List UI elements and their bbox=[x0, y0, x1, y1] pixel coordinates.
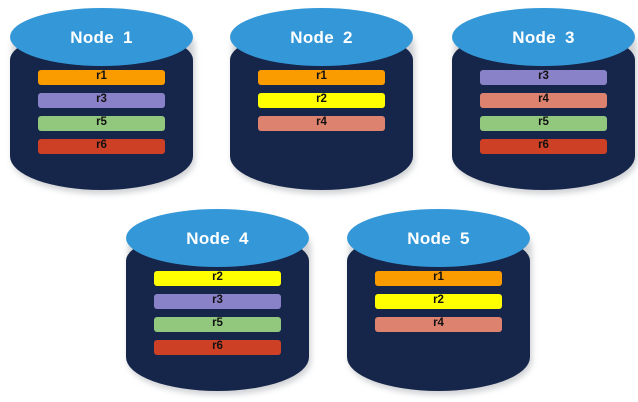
replica-label: r4 bbox=[538, 93, 549, 106]
replica-bar-r2[interactable]: r2 bbox=[258, 93, 385, 108]
replica-label: r1 bbox=[96, 70, 107, 83]
replica-list: r2 r3 r5 r6 bbox=[154, 271, 281, 363]
replica-label: r4 bbox=[316, 116, 327, 129]
database-node-5[interactable]: Node 5 r1 r2 r4 bbox=[347, 209, 532, 395]
node-title: Node 5 bbox=[407, 229, 469, 249]
replica-label: r3 bbox=[538, 70, 549, 83]
replica-bar-r2[interactable]: r2 bbox=[154, 271, 281, 286]
replica-label: r3 bbox=[212, 294, 223, 307]
node-cylinder-top: Node 2 bbox=[230, 8, 413, 66]
database-node-4[interactable]: Node 4 r2 r3 r5 r6 bbox=[126, 209, 311, 395]
replica-list: r3 r4 r5 r6 bbox=[480, 70, 607, 162]
replica-label: r1 bbox=[433, 271, 444, 284]
node-title-word: Node bbox=[407, 229, 451, 248]
replica-bar-r4[interactable]: r4 bbox=[258, 116, 385, 131]
node-title-number: 3 bbox=[564, 28, 575, 47]
replica-label: r2 bbox=[316, 93, 327, 106]
node-title: Node 3 bbox=[512, 28, 574, 48]
replica-bar-r1[interactable]: r1 bbox=[258, 70, 385, 85]
node-title: Node 1 bbox=[70, 28, 132, 48]
replica-label: r6 bbox=[96, 139, 107, 152]
database-node-3[interactable]: Node 3 r3 r4 r5 r6 bbox=[452, 8, 637, 194]
node-title-word: Node bbox=[290, 28, 334, 47]
replica-bar-r1[interactable]: r1 bbox=[38, 70, 165, 85]
node-title-number: 1 bbox=[122, 28, 133, 47]
replica-label: r6 bbox=[212, 340, 223, 353]
replica-bar-r3[interactable]: r3 bbox=[38, 93, 165, 108]
replica-label: r5 bbox=[538, 116, 549, 129]
replica-label: r2 bbox=[212, 271, 223, 284]
node-cylinder-top: Node 1 bbox=[10, 8, 193, 66]
replica-label: r4 bbox=[433, 317, 444, 330]
replica-list: r1 r2 r4 bbox=[258, 70, 385, 139]
replica-label: r3 bbox=[96, 93, 107, 106]
node-title: Node 4 bbox=[186, 229, 248, 249]
replica-label: r5 bbox=[212, 317, 223, 330]
replica-bar-r5[interactable]: r5 bbox=[154, 317, 281, 332]
replica-bar-r5[interactable]: r5 bbox=[480, 116, 607, 131]
node-title: Node 2 bbox=[290, 28, 352, 48]
replica-bar-r6[interactable]: r6 bbox=[38, 139, 165, 154]
database-node-2[interactable]: Node 2 r1 r2 r4 bbox=[230, 8, 415, 194]
replica-bar-r1[interactable]: r1 bbox=[375, 271, 502, 286]
replica-bar-r4[interactable]: r4 bbox=[480, 93, 607, 108]
node-title-word: Node bbox=[512, 28, 556, 47]
replica-list: r1 r3 r5 r6 bbox=[38, 70, 165, 162]
node-cylinder-top: Node 3 bbox=[452, 8, 635, 66]
replica-label: r2 bbox=[433, 294, 444, 307]
replica-list: r1 r2 r4 bbox=[375, 271, 502, 340]
node-title-number: 2 bbox=[342, 28, 353, 47]
database-node-1[interactable]: Node 1 r1 r3 r5 r6 bbox=[10, 8, 195, 194]
replica-bar-r6[interactable]: r6 bbox=[480, 139, 607, 154]
node-title-number: 5 bbox=[459, 229, 470, 248]
replica-label: r1 bbox=[316, 70, 327, 83]
node-title-word: Node bbox=[186, 229, 230, 248]
replica-bar-r5[interactable]: r5 bbox=[38, 116, 165, 131]
replica-bar-r2[interactable]: r2 bbox=[375, 294, 502, 309]
replica-label: r5 bbox=[96, 116, 107, 129]
replica-bar-r4[interactable]: r4 bbox=[375, 317, 502, 332]
replica-bar-r3[interactable]: r3 bbox=[480, 70, 607, 85]
node-cylinder-top: Node 4 bbox=[126, 209, 309, 267]
replica-label: r6 bbox=[538, 139, 549, 152]
replica-bar-r3[interactable]: r3 bbox=[154, 294, 281, 309]
node-title-word: Node bbox=[70, 28, 114, 47]
node-cylinder-top: Node 5 bbox=[347, 209, 530, 267]
replica-bar-r6[interactable]: r6 bbox=[154, 340, 281, 355]
node-title-number: 4 bbox=[238, 229, 249, 248]
